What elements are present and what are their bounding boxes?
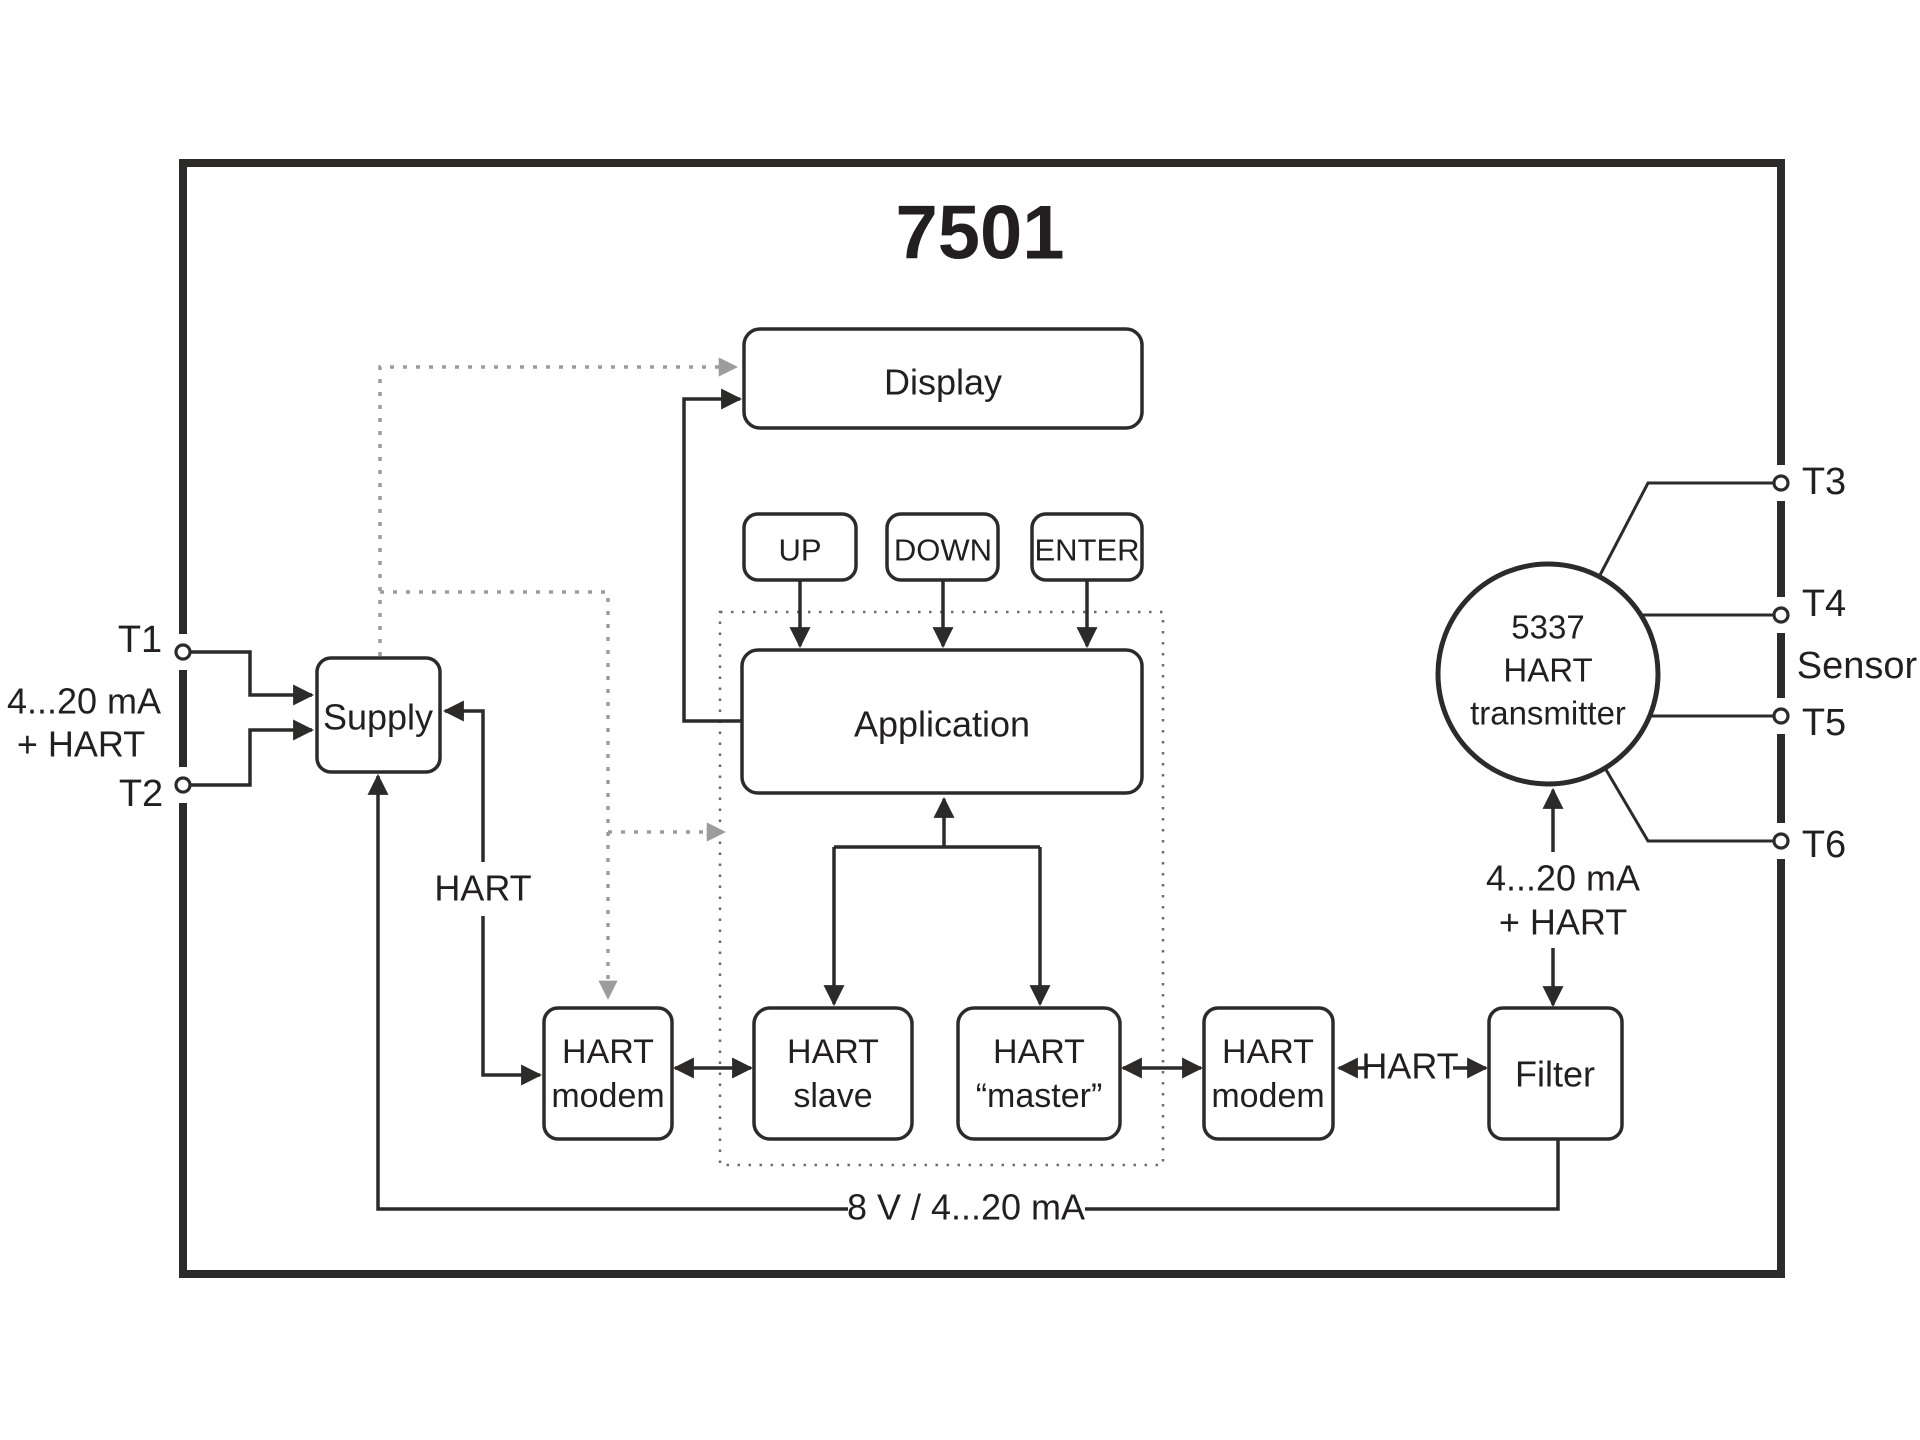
application-to-display-line <box>682 388 743 723</box>
t2-to-supply-line <box>190 719 315 787</box>
transmitter-label-line3: transmitter <box>1470 695 1626 732</box>
t5-label: T5 <box>1802 702 1846 744</box>
application-box <box>740 648 1144 795</box>
hart-slave-label-line2: slave <box>793 1077 872 1115</box>
hart-modem-left-box <box>542 1006 674 1141</box>
hart-supply-line-label: HART <box>434 868 531 909</box>
filter-to-bus-line <box>1085 1139 1560 1211</box>
hart-bus-label: HART <box>1361 1046 1458 1087</box>
transmitter-to-t3-line <box>1597 481 1774 578</box>
t1-label: T1 <box>118 619 162 661</box>
hart-modem-left-label-line1: HART <box>562 1033 654 1071</box>
sensor-current-label: 4...20 mA <box>1486 858 1640 899</box>
sensor-hart-label: + HART <box>1499 902 1627 943</box>
t2-label: T2 <box>119 773 163 815</box>
hart-line-to-supply-upper <box>442 700 485 862</box>
transmitter-to-t6-line <box>1603 767 1774 843</box>
input-hart-label: + HART <box>17 724 145 765</box>
t3-label: T3 <box>1802 461 1846 503</box>
t1-to-supply-line <box>190 650 315 706</box>
enter-button-label: ENTER <box>1034 533 1139 568</box>
application-label: Application <box>854 704 1030 745</box>
transmitter-label-line1: 5337 <box>1511 609 1584 646</box>
hart-master-label-line1: HART <box>993 1033 1085 1071</box>
display-box <box>742 327 1144 430</box>
filter-box <box>1487 1006 1624 1141</box>
supply-box <box>315 656 442 774</box>
hart-master-box <box>956 1006 1122 1141</box>
t1-terminal <box>174 643 192 661</box>
hart-slave-box <box>752 1006 914 1141</box>
t4-label: T4 <box>1802 583 1846 625</box>
up-button <box>742 512 858 582</box>
t5-terminal <box>1772 707 1790 725</box>
sensor-label: Sensor <box>1797 645 1918 687</box>
t4-terminal <box>1772 606 1790 624</box>
t6-label: T6 <box>1802 824 1846 866</box>
filter-label: Filter <box>1515 1054 1595 1095</box>
enter-button <box>1030 512 1144 582</box>
hart-master-label-line2: “master” <box>976 1077 1103 1115</box>
up-button-label: UP <box>778 533 821 568</box>
hart-line-to-modem-lower <box>481 916 543 1086</box>
down-button-label: DOWN <box>894 533 992 568</box>
t3-terminal <box>1772 474 1790 492</box>
input-current-label: 4...20 mA <box>7 681 161 722</box>
bus-to-supply-line <box>367 773 848 1211</box>
hart-modem-right-label-line2: modem <box>1211 1077 1324 1115</box>
hart-modem-right-box <box>1202 1006 1335 1141</box>
hart-modem-right-label-line1: HART <box>1222 1033 1314 1071</box>
display-label: Display <box>884 362 1002 403</box>
hart-transmitter-circle <box>1435 561 1661 787</box>
t6-terminal <box>1772 832 1790 850</box>
transmitter-label-line2: HART <box>1503 652 1592 689</box>
down-button <box>885 512 1000 582</box>
supply-label: Supply <box>323 697 433 738</box>
supply-to-modem-dashed-line <box>380 590 618 1000</box>
hart-modem-left-label-line2: modem <box>551 1077 664 1115</box>
t2-terminal <box>174 776 192 794</box>
bottom-bus-label: 8 V / 4...20 mA <box>847 1187 1085 1228</box>
device-title: 7501 <box>895 191 1064 276</box>
supply-to-display-dashed-line <box>378 357 738 656</box>
hart-slave-label-line1: HART <box>787 1033 879 1071</box>
